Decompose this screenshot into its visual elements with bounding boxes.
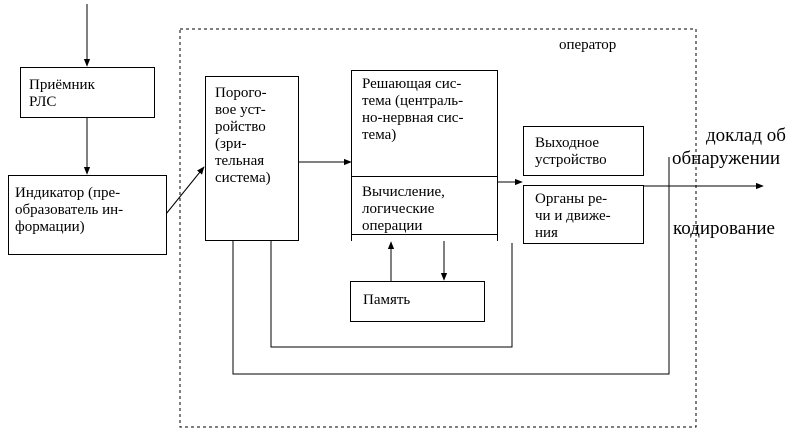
feedback-loop-outer xyxy=(232,157,670,375)
output-device-label: Выходное устройство xyxy=(535,135,607,168)
indicator-block: Индикатор (пре- образователь ин- формаци… xyxy=(8,175,167,255)
receiver-block: Приёмник РЛС xyxy=(20,67,155,118)
feedback-loop-inner xyxy=(270,240,513,348)
receiver-label: Приёмник РЛС xyxy=(29,77,95,110)
memory-label: Память xyxy=(363,292,411,308)
report-label-line2: обнаружении xyxy=(672,148,781,169)
operator-label: оператор xyxy=(559,37,617,53)
decision-bottom-edge xyxy=(351,234,498,235)
decision-divider xyxy=(352,176,497,177)
decision-block: Решающая сис- тема (централь- но-нервная… xyxy=(351,70,498,241)
report-label-line1: доклад об xyxy=(706,125,786,146)
decision-bottom-label: Вычисление, логические операции xyxy=(362,184,445,233)
output-device-block: Выходное устройство xyxy=(523,126,644,176)
decision-top-label: Решающая сис- тема (централь- но-нервная… xyxy=(362,76,464,143)
indicator-label: Индикатор (пре- образователь ин- формаци… xyxy=(15,185,124,235)
organs-label: Органы ре- чи и движе- ния xyxy=(535,191,611,241)
operator-frame xyxy=(179,28,697,428)
threshold-label: Порого- вое уст- ройство (зри- тельная с… xyxy=(215,85,271,186)
coding-label: кодирование xyxy=(673,218,775,239)
organs-block: Органы ре- чи и движе- ния xyxy=(523,185,644,244)
organs-bottom-edge xyxy=(523,243,644,244)
memory-block: Память xyxy=(350,281,485,322)
threshold-block: Порого- вое уст- ройство (зри- тельная с… xyxy=(205,76,299,241)
indicator-to-threshold-arrow xyxy=(165,166,205,215)
